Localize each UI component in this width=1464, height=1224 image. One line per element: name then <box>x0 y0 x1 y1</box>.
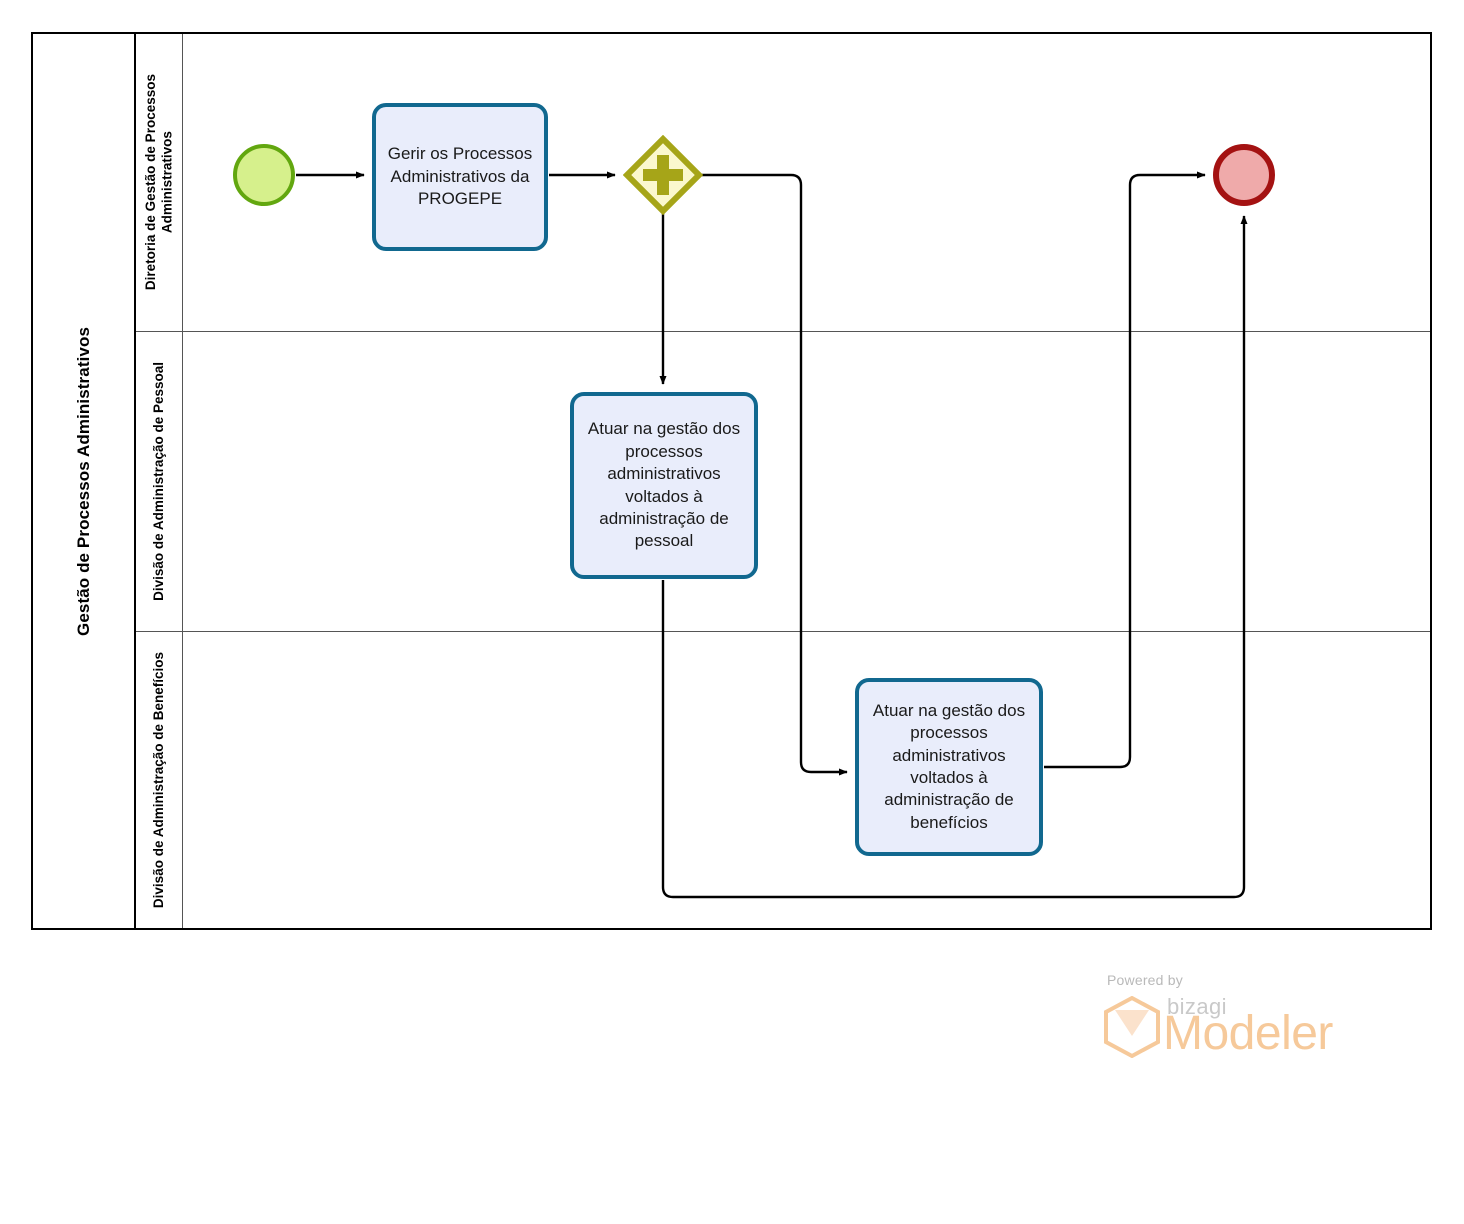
task-label: Atuar na gestão dos processos administra… <box>587 419 741 551</box>
bizagi-watermark: Powered by bizagi Modeler <box>1103 972 1363 1067</box>
task-atuar-na-gestao-administracao-de-pessoal[interactable]: Atuar na gestão dos processos administra… <box>570 392 758 579</box>
parallel-gateway[interactable] <box>623 135 703 215</box>
task-atuar-na-gestao-administracao-de-beneficios[interactable]: Atuar na gestão dos processos administra… <box>855 678 1043 856</box>
lane-label-2: Divisão de Administração de Benefícios <box>150 651 166 909</box>
lane-label-1: Divisão de Administração de Pessoal <box>150 362 166 601</box>
task-label: Atuar na gestão dos processos administra… <box>872 700 1026 832</box>
end-event[interactable] <box>1213 144 1275 206</box>
modeler-product-label: Modeler <box>1163 1007 1333 1060</box>
lane-header-1: Divisão de Administração de Pessoal <box>136 332 183 631</box>
lane-header-0: Diretoria de Gestão de Processos Adminis… <box>136 34 183 331</box>
lane-divisao-de-administracao-de-beneficios[interactable]: Divisão de Administração de Benefícios <box>136 631 1430 928</box>
lane-divisao-de-administracao-de-pessoal[interactable]: Divisão de Administração de Pessoal <box>136 331 1430 631</box>
powered-by-label: Powered by <box>1107 972 1183 988</box>
lane-header-2: Divisão de Administração de Benefícios <box>136 632 183 928</box>
lane-label-0: Diretoria de Gestão de Processos Adminis… <box>142 74 174 291</box>
start-event[interactable] <box>233 144 295 206</box>
pool-header: Gestão de Processos Administrativos <box>33 34 136 928</box>
bizagi-brand-label: bizagi <box>1167 994 1227 1019</box>
bizagi-hexagon-logo-icon <box>1104 996 1160 1058</box>
task-label: Gerir os Processos Administrativos da PR… <box>387 144 533 209</box>
parallel-plus-icon <box>643 155 683 195</box>
lane-diretoria-de-gestao-de-processos-administrativos[interactable]: Diretoria de Gestão de Processos Adminis… <box>136 34 1430 331</box>
task-gerir-os-processos-administrativos-da-progepe[interactable]: Gerir os Processos Administrativos da PR… <box>372 103 548 251</box>
pool-title: Gestão de Processos Administrativos <box>73 326 93 636</box>
